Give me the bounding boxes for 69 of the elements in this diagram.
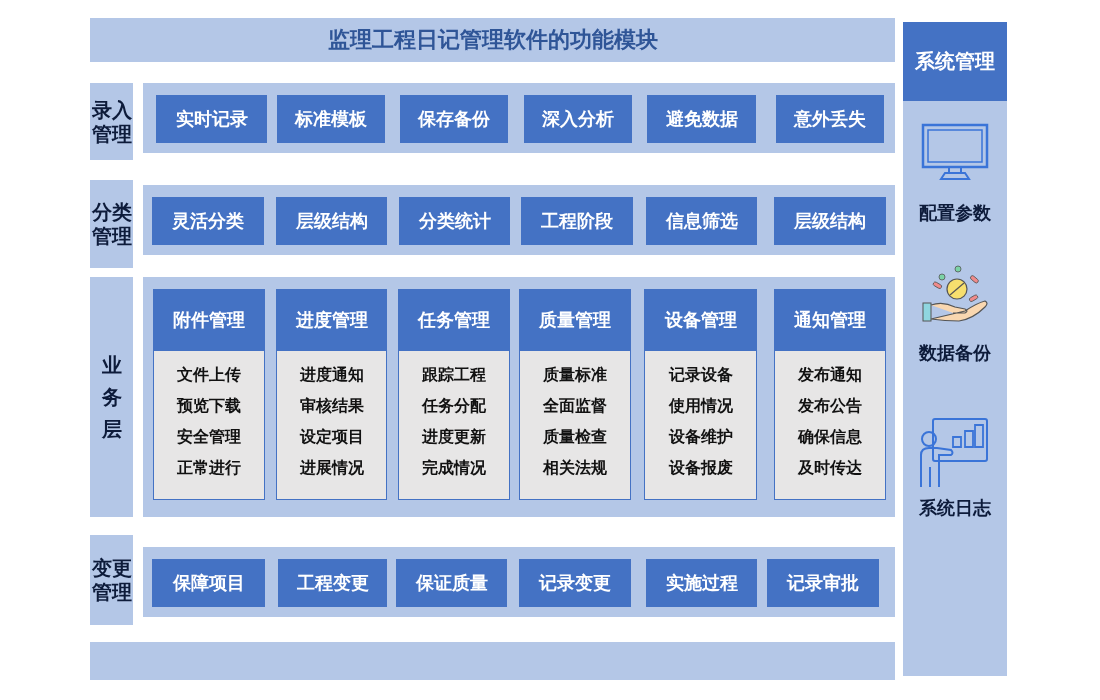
function-item: 跟踪工程 [421, 365, 487, 386]
row-label-band: 录入管理 [90, 83, 133, 160]
function-item: 设定项目 [298, 427, 365, 448]
function-item: 确保信息 [797, 427, 863, 448]
function-box: 深入分析 [524, 95, 632, 143]
function-item: 安全管理 [176, 427, 242, 448]
function-box: 保证质量 [396, 559, 507, 607]
panel-band [143, 277, 895, 517]
module-card [774, 289, 886, 500]
sidebar-header: 系统管理 [903, 22, 1007, 101]
module-card [153, 289, 265, 500]
function-item: 任务分配 [420, 396, 487, 417]
panel-band [143, 185, 895, 255]
function-item: 进度更新 [421, 427, 487, 448]
function-item: 及时传达 [797, 458, 863, 479]
panel-band [143, 547, 895, 617]
row-label-band: 业务层 [90, 277, 133, 517]
function-item: 设备报废 [667, 458, 734, 479]
sidebar-item-label: 数据备份 [918, 341, 992, 365]
function-item: 设备维护 [667, 427, 734, 448]
function-box: 意外丢失 [776, 95, 884, 143]
function-box: 保存备份 [400, 95, 508, 143]
function-item: 全面监督 [542, 396, 608, 417]
function-box: 实时记录 [156, 95, 267, 143]
function-item: 进度通知 [298, 365, 365, 386]
function-box: 层级结构 [276, 197, 387, 245]
function-item: 发布公告 [797, 396, 863, 417]
sidebar-panel [903, 22, 1007, 676]
function-item: 正常进行 [176, 458, 242, 479]
function-box: 标准模板 [277, 95, 385, 143]
function-box: 工程变更 [278, 559, 387, 607]
function-box: 工程阶段 [521, 197, 633, 245]
module-title: 质量管理 [519, 289, 631, 351]
module-title: 任务管理 [398, 289, 510, 351]
module-title: 附件管理 [153, 289, 265, 351]
module-card [644, 289, 757, 500]
module-title: 设备管理 [644, 289, 757, 351]
function-item: 文件上传 [176, 365, 242, 386]
function-item: 发布通知 [797, 365, 863, 386]
function-item: 质量标准 [542, 365, 608, 386]
function-box: 记录变更 [519, 559, 631, 607]
function-item: 使用情况 [667, 396, 734, 417]
function-item: 相关法规 [541, 458, 608, 479]
function-item: 进展情况 [298, 458, 365, 479]
function-item: 完成情况 [421, 458, 487, 479]
function-box: 保障项目 [152, 559, 265, 607]
panel-band [90, 642, 895, 680]
panel-band [143, 83, 895, 153]
function-box: 实施过程 [646, 559, 757, 607]
title-banner: 监理工程日记管理软件的功能模块 [90, 18, 895, 62]
function-item: 质量检查 [542, 427, 608, 448]
function-item: 记录设备 [667, 365, 734, 386]
function-box: 灵活分类 [152, 197, 264, 245]
function-box: 信息筛选 [646, 197, 757, 245]
function-box: 分类统计 [399, 197, 510, 245]
function-box: 避免数据 [647, 95, 756, 143]
module-title: 通知管理 [774, 289, 886, 351]
function-box: 记录审批 [767, 559, 879, 607]
module-title: 进度管理 [276, 289, 387, 351]
module-card [519, 289, 631, 500]
row-label-band: 分类管理 [90, 180, 133, 268]
sidebar-item-label: 系统日志 [918, 496, 992, 520]
sidebar-item-label: 配置参数 [918, 201, 992, 225]
function-box: 层级结构 [774, 197, 886, 245]
module-card [398, 289, 510, 500]
function-item: 预览下载 [175, 396, 242, 417]
function-item: 审核结果 [298, 396, 365, 417]
module-card [276, 289, 387, 500]
row-label-band: 变更管理 [90, 535, 133, 625]
